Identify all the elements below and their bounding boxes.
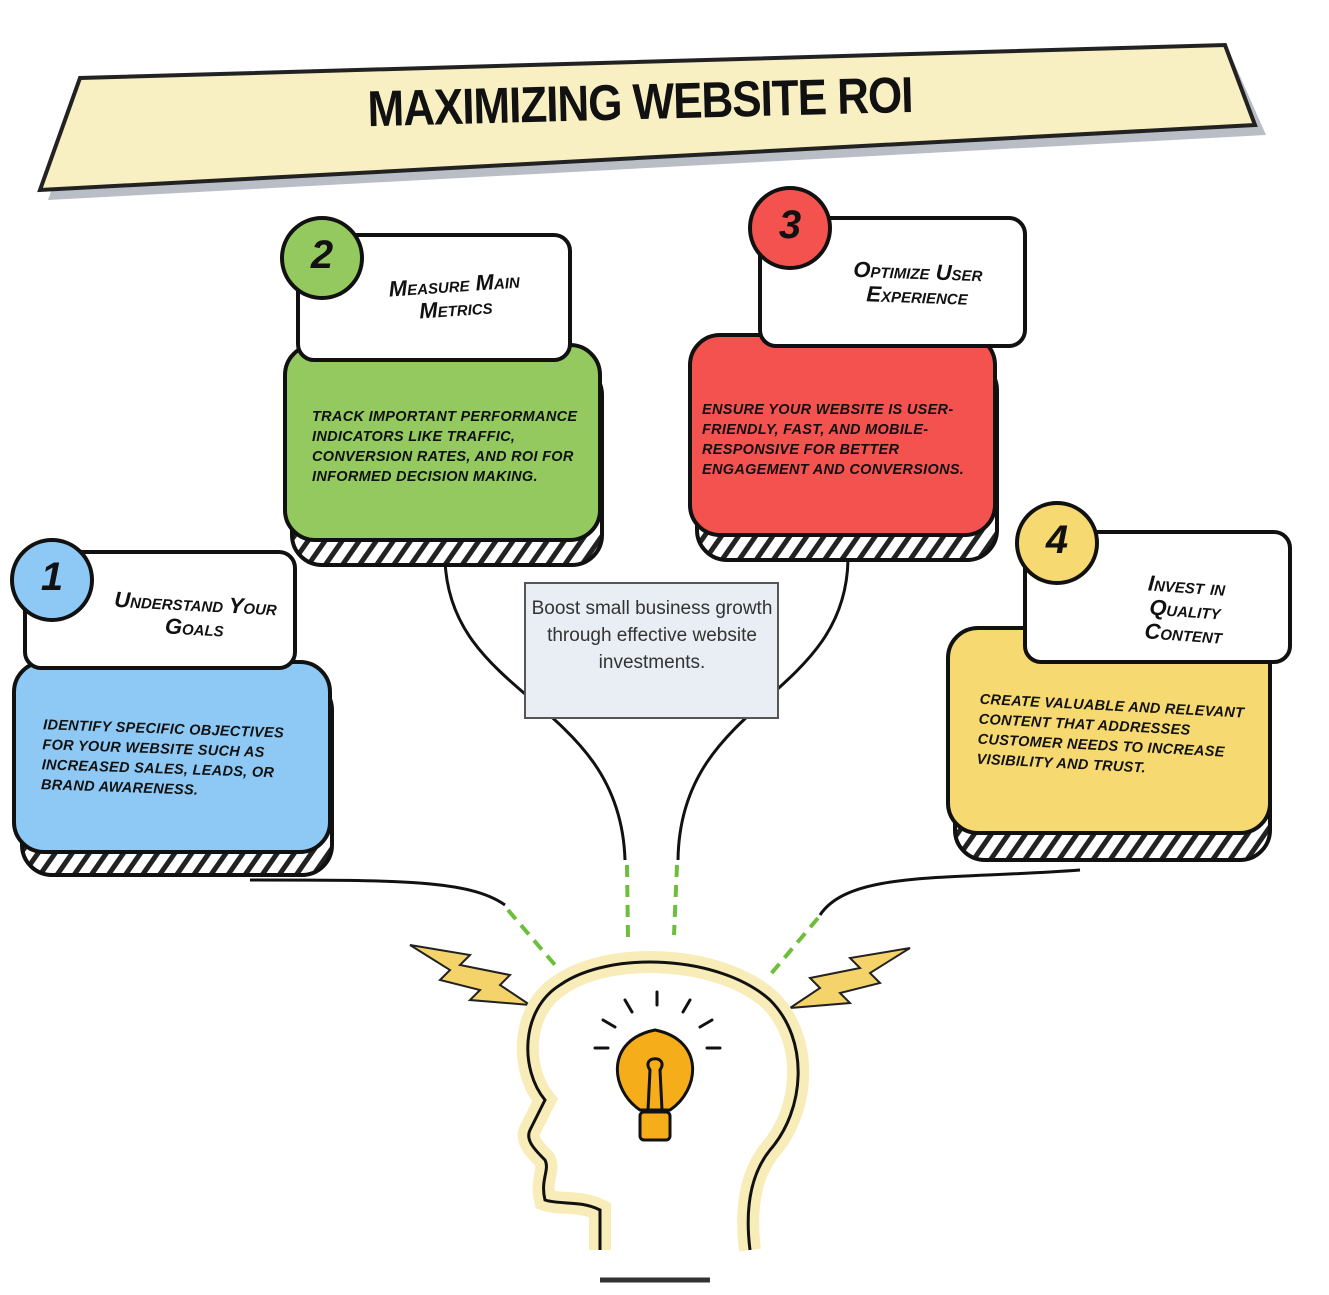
step-1-number: 1 (40, 555, 64, 599)
step-4-text: Create valuable and relevant content tha… (976, 691, 1245, 777)
step-1-title: Understand Your Goals (113, 586, 278, 642)
center-note: Boost small business growth through effe… (531, 598, 773, 673)
step-2-text: Track important performance indicators l… (312, 409, 578, 485)
card-2-header (296, 233, 572, 362)
lightning-icon (409, 944, 531, 1006)
card-3-header (758, 216, 1027, 348)
card-1-number-badge (10, 538, 94, 622)
card-3-number-badge (748, 186, 832, 270)
card-4-number-badge (1015, 501, 1099, 585)
step-2-number: 2 (310, 233, 334, 277)
step-3-number: 3 (778, 203, 802, 247)
card-2-number-badge (280, 216, 364, 300)
step-4-number: 4 (1045, 518, 1069, 562)
lightning-icon (789, 947, 911, 1009)
center-note-box (524, 582, 779, 719)
step-3-text: Ensure your website is user-friendly, fa… (702, 402, 965, 478)
step-3-title: Optimize User Experience (852, 256, 983, 310)
step-4-title: Invest in Quality Content (1143, 570, 1227, 649)
title-banner (37, 42, 1258, 193)
lightbulb-icon (593, 990, 722, 1142)
step-1-text: Identify specific objectives for your we… (40, 717, 285, 799)
